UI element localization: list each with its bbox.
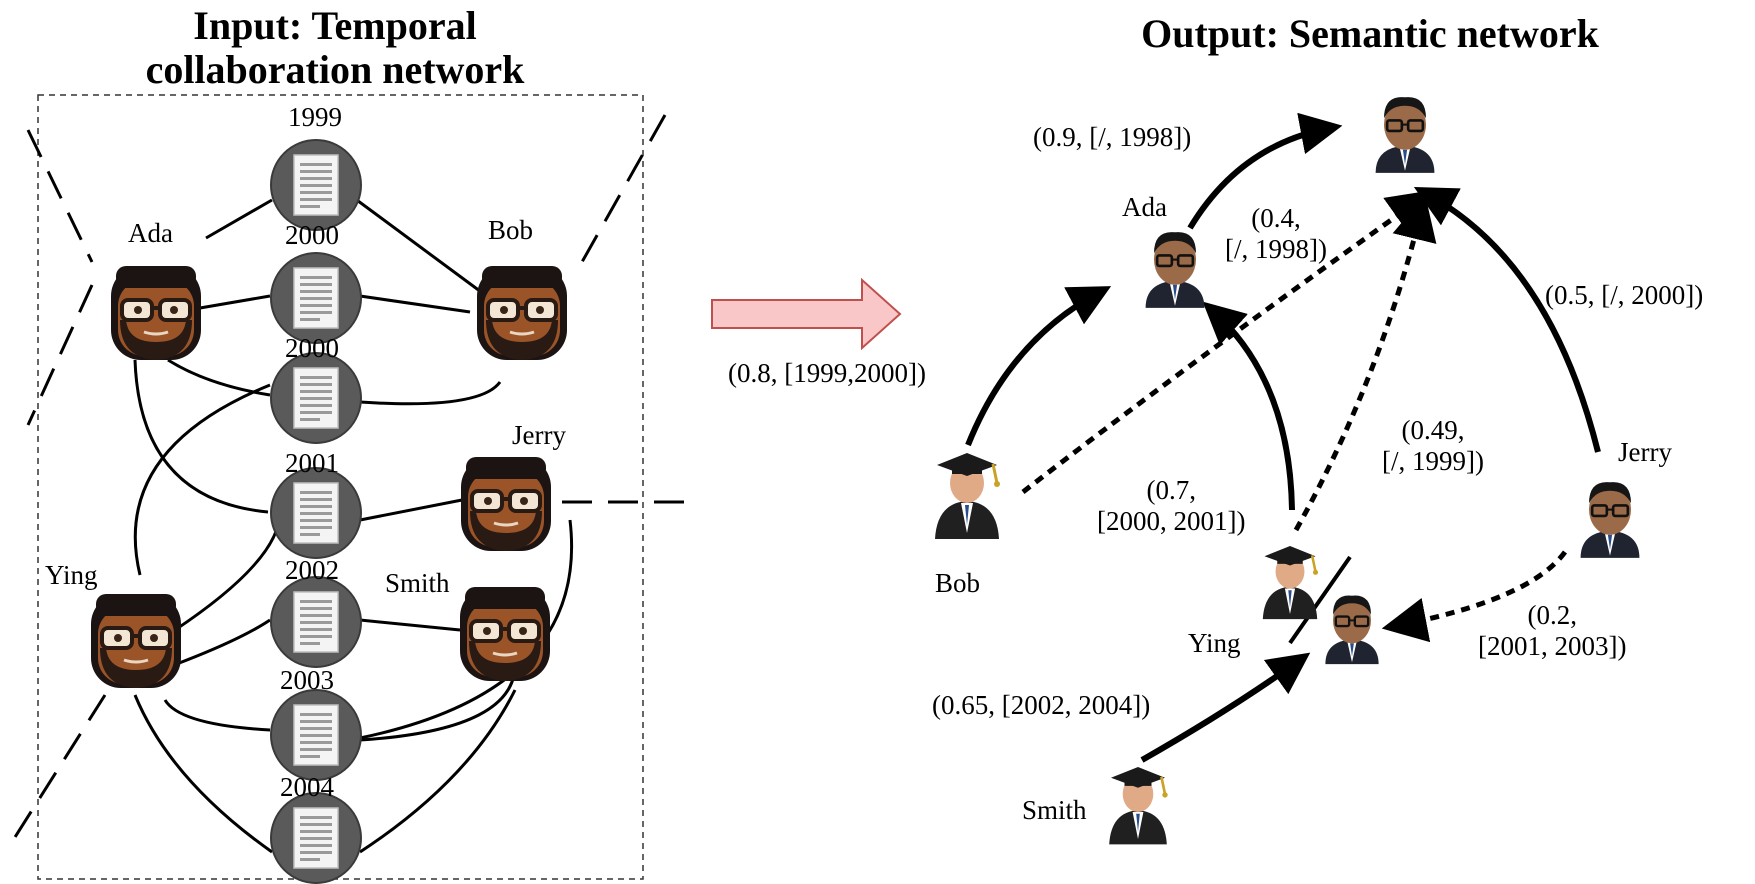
edge-label-ying-target-line2: [/, 1999]): [1382, 446, 1484, 476]
author-face-jerry: [459, 455, 553, 553]
year-label-1999: 1999: [288, 102, 342, 132]
paper-node-2000b: [270, 352, 362, 444]
input-network-frame: [37, 94, 644, 880]
edge-label-ying-ada-line2: [2000, 2001]): [1097, 506, 1246, 536]
edge-label-jerry-ying: (0.2, [2001, 2003]): [1478, 600, 1626, 662]
edge-label-ada-target: (0.9, [/, 1998]): [1033, 122, 1192, 152]
edge-label-ying-target: (0.49, [/, 1999]): [1382, 415, 1484, 477]
output-title-rest: Semantic network: [1288, 11, 1599, 56]
edge-label-bob-ada: (0.8, [1999,2000]): [728, 358, 926, 388]
year-label-2002: 2002: [285, 555, 339, 585]
author-label-ada: Ada: [128, 218, 173, 248]
partition-lines: [8, 114, 685, 846]
output-title: Output: Semantic network: [1090, 12, 1650, 56]
collaboration-edges: [133, 193, 573, 854]
edge-label-jerry-ying-line1: (0.2,: [1527, 600, 1577, 630]
semantic-node-bob: [933, 451, 1002, 541]
paper-node-1999: [270, 139, 362, 231]
edge-label-ying-ada-line1: (0.7,: [1146, 475, 1196, 505]
semantic-node-ada: [1144, 230, 1206, 310]
author-face-smith: [458, 585, 552, 683]
edge-label-ying-target-line1: (0.49,: [1401, 415, 1465, 445]
edge-label-bob-target-line2: [/, 1998]): [1225, 234, 1327, 264]
author-face-bob: [475, 264, 569, 362]
input-title-prefix: Input:: [193, 3, 303, 48]
author-face-ying: [89, 592, 183, 690]
paper-node-2003: [270, 689, 362, 781]
edge-label-bob-target-line1: (0.4,: [1251, 203, 1301, 233]
author-label-smith: Smith: [385, 568, 450, 598]
semantic-label-ying: Ying: [1188, 628, 1241, 658]
paper-node-2001: [270, 467, 362, 559]
input-title-rest: Temporal: [311, 3, 477, 48]
transform-arrow: [711, 277, 902, 351]
semantic-node-jerry: [1579, 480, 1641, 560]
year-label-2004: 2004: [280, 772, 334, 802]
year-label-2003: 2003: [280, 665, 334, 695]
semantic-edges: [965, 112, 1601, 763]
year-label-2000b: 2000: [285, 333, 339, 363]
semantic-node-smith: [1107, 765, 1170, 846]
semantic-label-ada: Ada: [1122, 192, 1167, 222]
paper-node-2002: [270, 576, 362, 668]
edge-label-bob-target: (0.4, [/, 1998]): [1225, 203, 1327, 265]
paper-node-2000a: [270, 252, 362, 344]
target-person-node: [1374, 95, 1436, 175]
semantic-node-ying-target: [1324, 594, 1380, 666]
semantic-label-jerry: Jerry: [1618, 437, 1672, 467]
paper-node-2004: [270, 792, 362, 884]
year-label-2001: 2001: [285, 448, 339, 478]
year-label-2000a: 2000: [285, 220, 339, 250]
edge-label-ying-ada: (0.7, [2000, 2001]): [1097, 475, 1245, 537]
edge-label-smith-ying: (0.65, [2002, 2004]): [932, 690, 1151, 720]
semantic-label-smith: Smith: [1022, 795, 1087, 825]
semantic-node-ying: [1261, 544, 1320, 621]
author-label-jerry: Jerry: [512, 420, 566, 450]
author-label-bob: Bob: [488, 215, 534, 245]
edge-label-jerry-ying-line2: [2001, 2003]): [1478, 631, 1627, 661]
edge-label-jerry-target: (0.5, [/, 2000]): [1545, 280, 1704, 310]
input-title: Input: Temporal collaboration network: [95, 4, 575, 92]
input-title-line2: collaboration network: [145, 47, 525, 92]
output-title-prefix: Output:: [1141, 11, 1279, 56]
author-face-ada: [109, 264, 203, 362]
semantic-label-bob: Bob: [935, 568, 981, 598]
author-label-ying: Ying: [45, 560, 98, 590]
